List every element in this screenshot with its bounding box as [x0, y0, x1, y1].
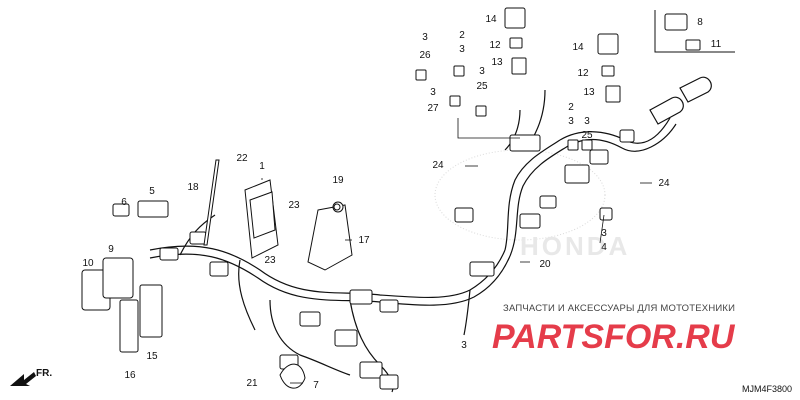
callout-13: 13	[583, 87, 595, 98]
watermark-brand: PARTSFOR.RU	[492, 318, 736, 356]
callout-26: 26	[419, 50, 431, 61]
callout-10: 10	[82, 258, 94, 269]
callout-14: 14	[572, 42, 584, 53]
callout-21: 21	[246, 378, 258, 389]
callout-22: 22	[236, 153, 248, 164]
background-brand-mark: HONDA	[434, 149, 630, 261]
part-18-tie	[203, 159, 220, 246]
callout-15: 15	[146, 351, 158, 362]
callout-3: 3	[479, 66, 485, 77]
part-7-bracket	[279, 363, 306, 389]
callout-3: 3	[459, 44, 465, 55]
callout-23: 23	[264, 255, 276, 266]
callout-20: 20	[539, 259, 551, 270]
watermark-banner-text: ЗАПЧАСТИ И АКСЕССУАРЫ ДЛЯ МОТОТЕХНИКИ	[503, 303, 736, 314]
callout-8: 8	[697, 17, 703, 28]
leader-lines	[261, 118, 652, 384]
callout-3: 3	[568, 116, 574, 127]
part-15-16-unit	[119, 284, 163, 353]
callout-25: 25	[476, 81, 488, 92]
callout-25: 25	[581, 130, 593, 141]
callout-12: 12	[577, 68, 589, 79]
callout-5: 5	[149, 186, 155, 197]
callout-2: 2	[568, 102, 574, 113]
part-1-bracket	[244, 179, 279, 259]
callout-18: 18	[187, 182, 199, 193]
callout-3: 3	[430, 87, 436, 98]
front-direction-arrow-icon: FR.	[10, 368, 52, 386]
callout-24: 24	[658, 178, 670, 189]
callout-2: 2	[459, 30, 465, 41]
watermark-logo: PARTSFOR.RU	[492, 318, 736, 356]
callout-3: 3	[584, 116, 590, 127]
callout-16: 16	[124, 370, 136, 381]
part-5-6-relay	[112, 200, 169, 218]
callout-12: 12	[489, 40, 501, 51]
part-17-bracket	[307, 201, 353, 271]
callout-7: 7	[313, 380, 319, 391]
callout-24: 24	[432, 160, 444, 171]
diagram-code: MJM4F3800	[741, 384, 792, 394]
callout-1: 1	[259, 161, 265, 172]
callout-6: 6	[121, 197, 127, 208]
callout-labels: 1 2 3 13 14 12 3 26 3 25 3 27 8 11 14 12…	[82, 14, 721, 391]
callout-17: 17	[358, 235, 370, 246]
callout-3: 3	[461, 340, 467, 351]
part-9-10-module	[81, 257, 134, 311]
callout-4: 4	[601, 242, 607, 253]
callout-14: 14	[485, 14, 497, 25]
callout-27: 27	[427, 103, 439, 114]
part-14-12-13-stacks	[504, 7, 621, 103]
callout-3: 3	[422, 32, 428, 43]
callout-23: 23	[288, 200, 300, 211]
background-brand-text: HONDA	[520, 231, 630, 261]
kit-box-8-11	[654, 10, 735, 53]
part-19-grommet	[333, 203, 341, 211]
callout-13: 13	[491, 57, 503, 68]
harness-connectors	[159, 129, 635, 390]
callout-11: 11	[711, 39, 722, 50]
fuse-group	[415, 65, 593, 151]
front-label: FR.	[36, 368, 52, 379]
callout-3: 3	[601, 228, 607, 239]
callout-19: 19	[332, 175, 344, 186]
callout-9: 9	[108, 244, 114, 255]
